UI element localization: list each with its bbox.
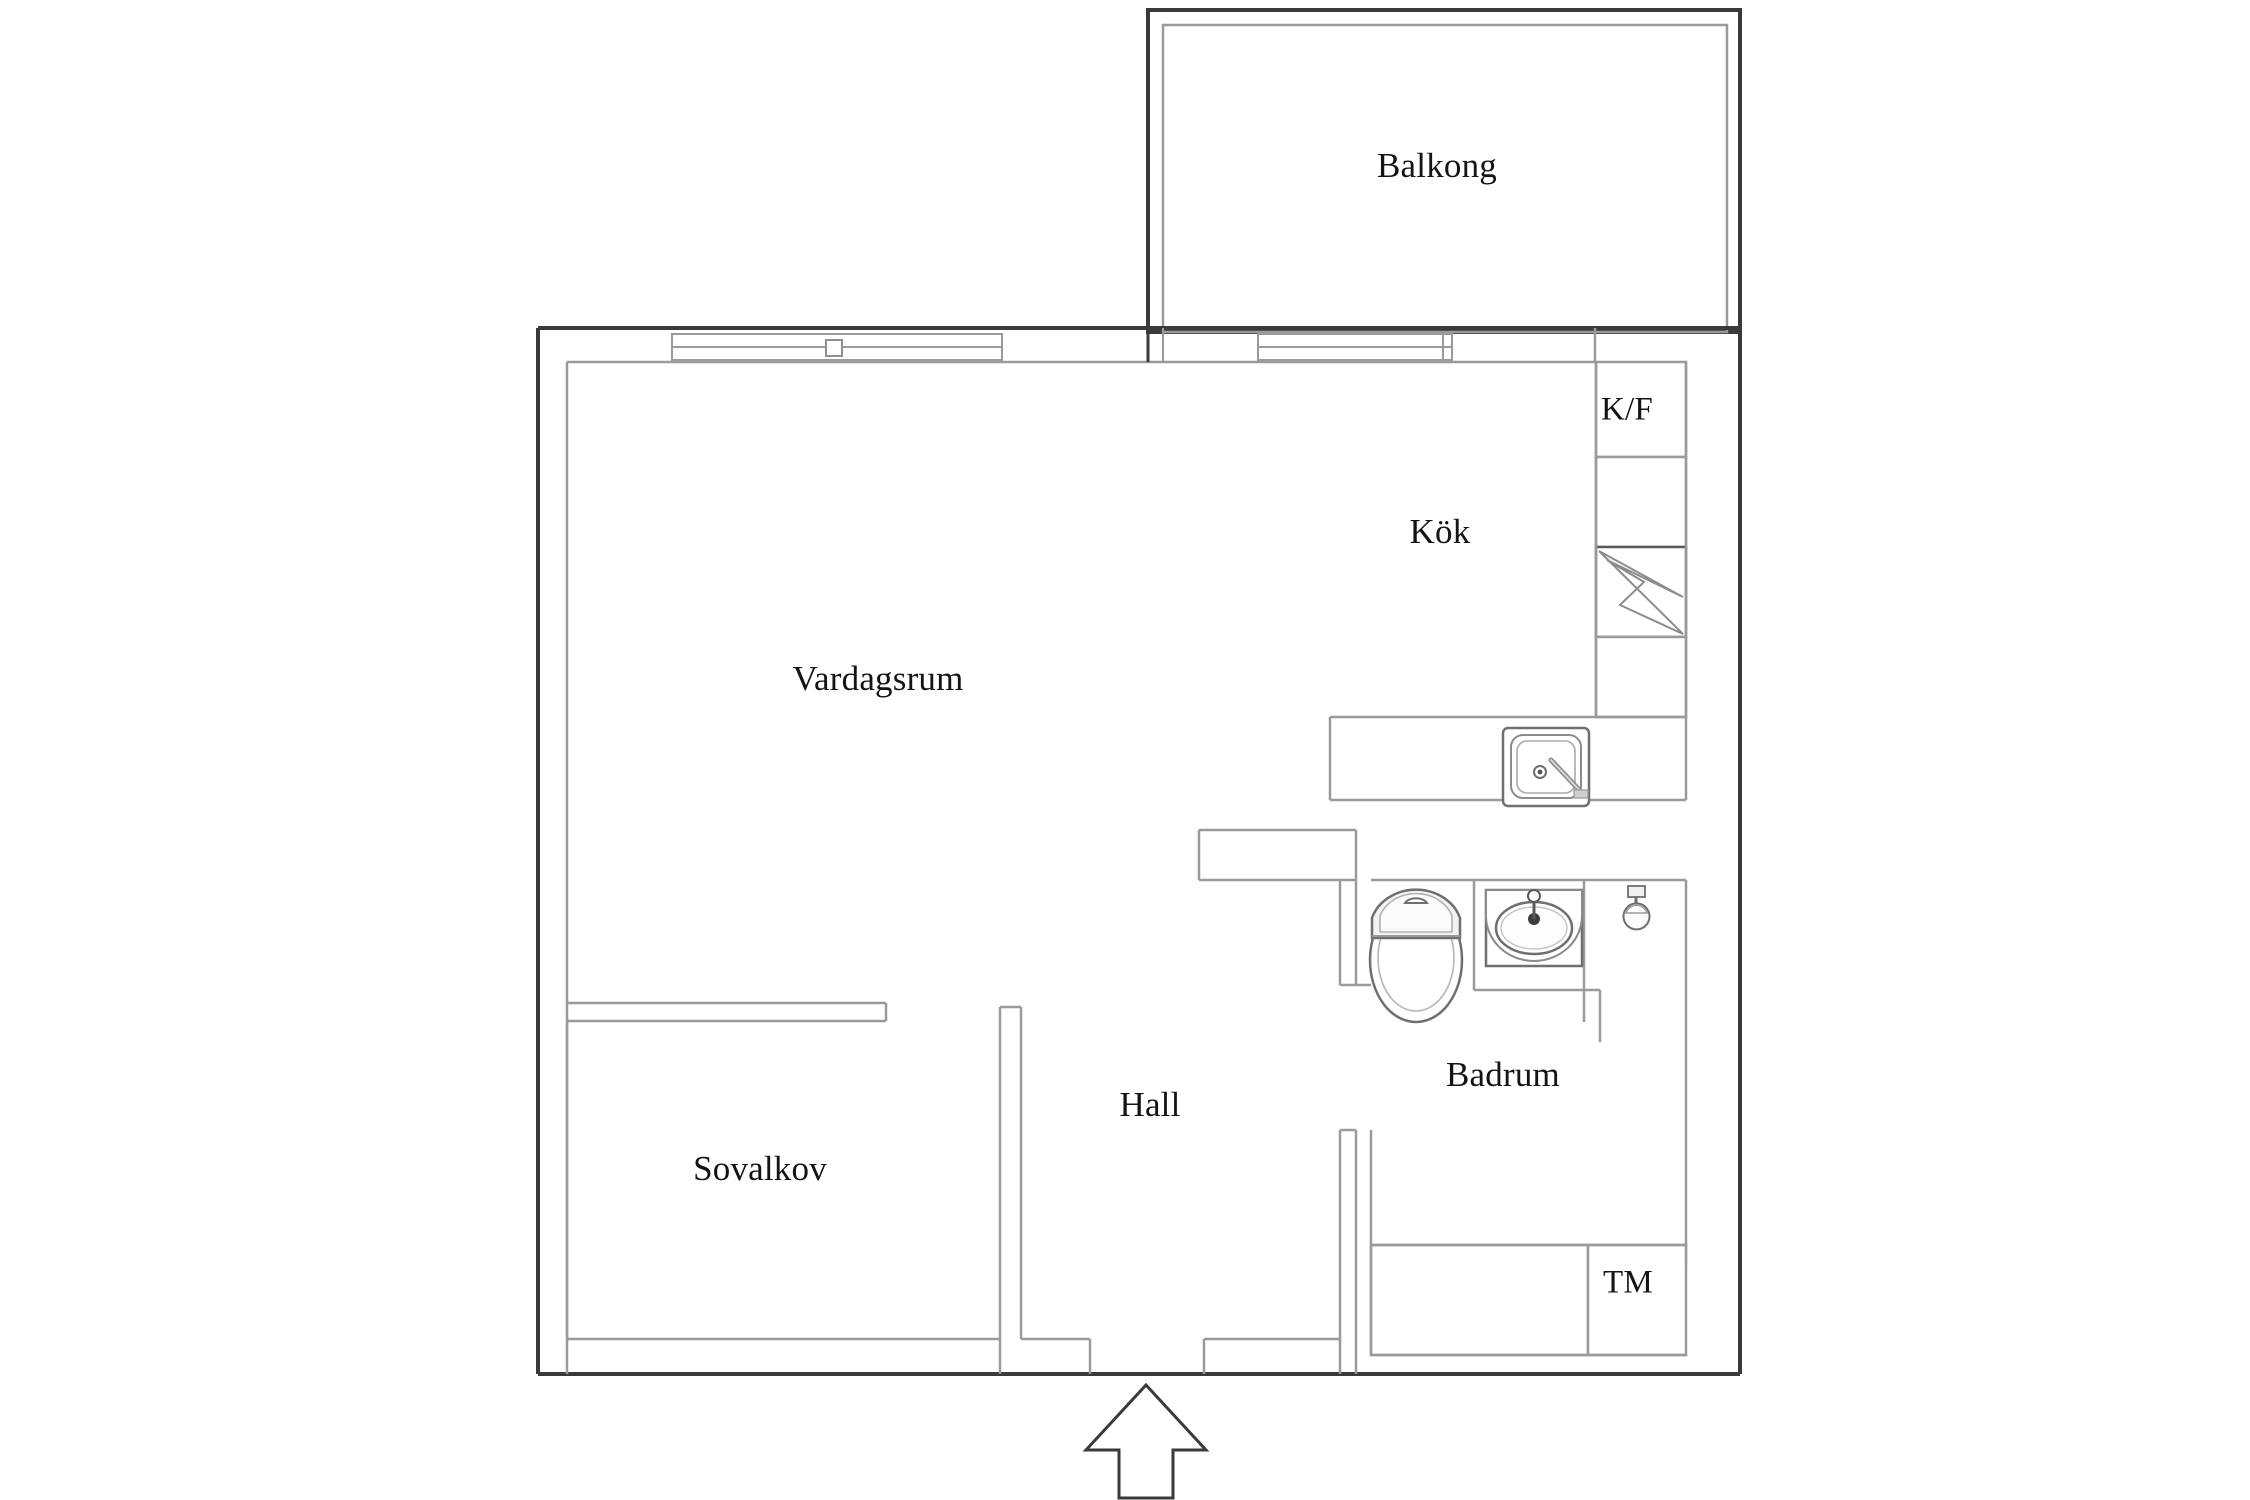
apartment-outer-wall	[536, 326, 1742, 1376]
washing-machine-units	[1369, 1130, 1688, 1357]
entrance-arrow-icon	[1082, 1382, 1210, 1500]
hall-bathroom-walls	[1197, 828, 1371, 1374]
room-label-hall: Hall	[1119, 1085, 1181, 1124]
room-label-balkong: Balkong	[1376, 146, 1498, 185]
appliance-label-tvattmaskin: TM	[1603, 1264, 1653, 1301]
room-label-badrum: Badrum	[1446, 1055, 1560, 1094]
bathroom-upper-walls	[1371, 878, 1688, 1265]
washbasin-icon	[1484, 888, 1584, 968]
sovalkov-walls	[565, 1001, 1092, 1374]
shower-head-icon	[1622, 885, 1651, 931]
top-wall-inner-lines	[567, 328, 1597, 364]
room-label-kok: Kök	[1409, 512, 1471, 551]
balcony-door-jambs	[1146, 328, 1164, 362]
toilet-icon	[1368, 888, 1464, 1024]
hall-entry-jambs	[1202, 1337, 1340, 1374]
kitchen-sink-icon	[1501, 726, 1591, 808]
window-balcony-door	[1257, 333, 1453, 361]
room-label-sovalkov: Sovalkov	[693, 1149, 827, 1188]
appliance-label-kylfrys: K/F	[1601, 391, 1653, 428]
window-living-room-left	[671, 333, 1003, 361]
room-label-vardagsrum: Vardagsrum	[792, 659, 964, 698]
stove-icon	[1598, 550, 1684, 635]
